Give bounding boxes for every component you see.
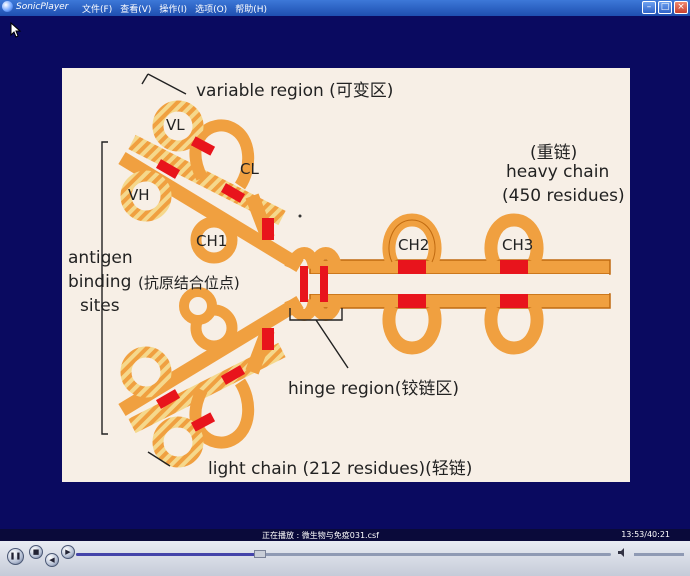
annotation-brackets xyxy=(101,73,349,467)
hinge-region-shape xyxy=(284,247,342,321)
menu-file[interactable]: 文件(F) xyxy=(82,5,113,15)
antibody-diagram xyxy=(101,73,611,468)
app-logo-icon xyxy=(2,1,13,12)
light-chain-label: light chain (212 residues)(轻链) xyxy=(208,459,473,479)
heavy-chain-label: heavy chain xyxy=(506,162,610,182)
app-title: SonicPlayer xyxy=(2,1,68,12)
window-buttons: – □ × xyxy=(642,1,688,14)
antigen-label: antigen xyxy=(68,248,133,268)
pause-button[interactable]: ❚❚ xyxy=(7,548,24,565)
menu-bar: 文件(F) 查看(V) 操作(I) 选项(O) 帮助(H) xyxy=(82,2,267,15)
variable-region-label: variable region (可变区) xyxy=(196,81,394,101)
volume-slider[interactable] xyxy=(634,553,684,556)
vl-label: VL xyxy=(166,116,185,134)
minimize-button[interactable]: – xyxy=(642,1,656,14)
previous-button[interactable]: ◀ xyxy=(45,553,59,567)
menu-help[interactable]: 帮助(H) xyxy=(235,5,267,15)
lower-fab-arm xyxy=(118,287,304,468)
status-bar: 正在播放 : 微生物与免疫031.csf 13:53/40:21 xyxy=(0,529,690,541)
cl-label: CL xyxy=(240,160,259,178)
seek-thumb[interactable] xyxy=(254,550,267,558)
ch1-label: CH1 xyxy=(196,232,228,250)
menu-view[interactable]: 查看(V) xyxy=(120,5,152,15)
heavy-chain-tail xyxy=(299,213,611,355)
now-playing-text: 正在播放 : 微生物与免疫031.csf xyxy=(262,531,379,540)
app-name: SonicPlayer xyxy=(16,1,69,12)
hinge-region-label: hinge region(铰链区) xyxy=(288,379,459,399)
sites-label: sites xyxy=(80,296,120,316)
stop-button[interactable]: ■ xyxy=(29,545,43,559)
vh-label: VH xyxy=(128,186,150,204)
mouse-cursor-icon xyxy=(10,22,22,38)
ch2-label: CH2 xyxy=(398,236,430,254)
heavy-chain-cn-label: (重链) xyxy=(530,143,578,163)
maximize-button[interactable]: □ xyxy=(658,1,672,14)
seek-bar[interactable] xyxy=(76,553,611,556)
speaker-icon[interactable] xyxy=(617,547,628,558)
binding-label: binding xyxy=(68,272,132,292)
binding-sites-cn-label: (抗原结合位点) xyxy=(138,274,240,292)
ch3-label: CH3 xyxy=(502,236,534,254)
close-button[interactable]: × xyxy=(674,1,688,14)
heavy-residues-label: (450 residues) xyxy=(502,186,625,206)
menu-options[interactable]: 选项(O) xyxy=(195,5,228,15)
player-controls xyxy=(0,541,690,576)
title-bar: SonicPlayer 文件(F) 查看(V) 操作(I) 选项(O) 帮助(H… xyxy=(0,0,690,16)
seek-progress xyxy=(76,553,261,556)
video-frame: variable region (可变区) VL CL VH CH1 CH2 C… xyxy=(62,68,630,482)
playback-time: 13:53/40:21 xyxy=(621,530,670,539)
menu-action[interactable]: 操作(I) xyxy=(159,5,188,15)
dot-mark xyxy=(298,214,302,218)
next-button[interactable]: ▶ xyxy=(61,545,75,559)
upper-fab-arm xyxy=(118,100,304,272)
